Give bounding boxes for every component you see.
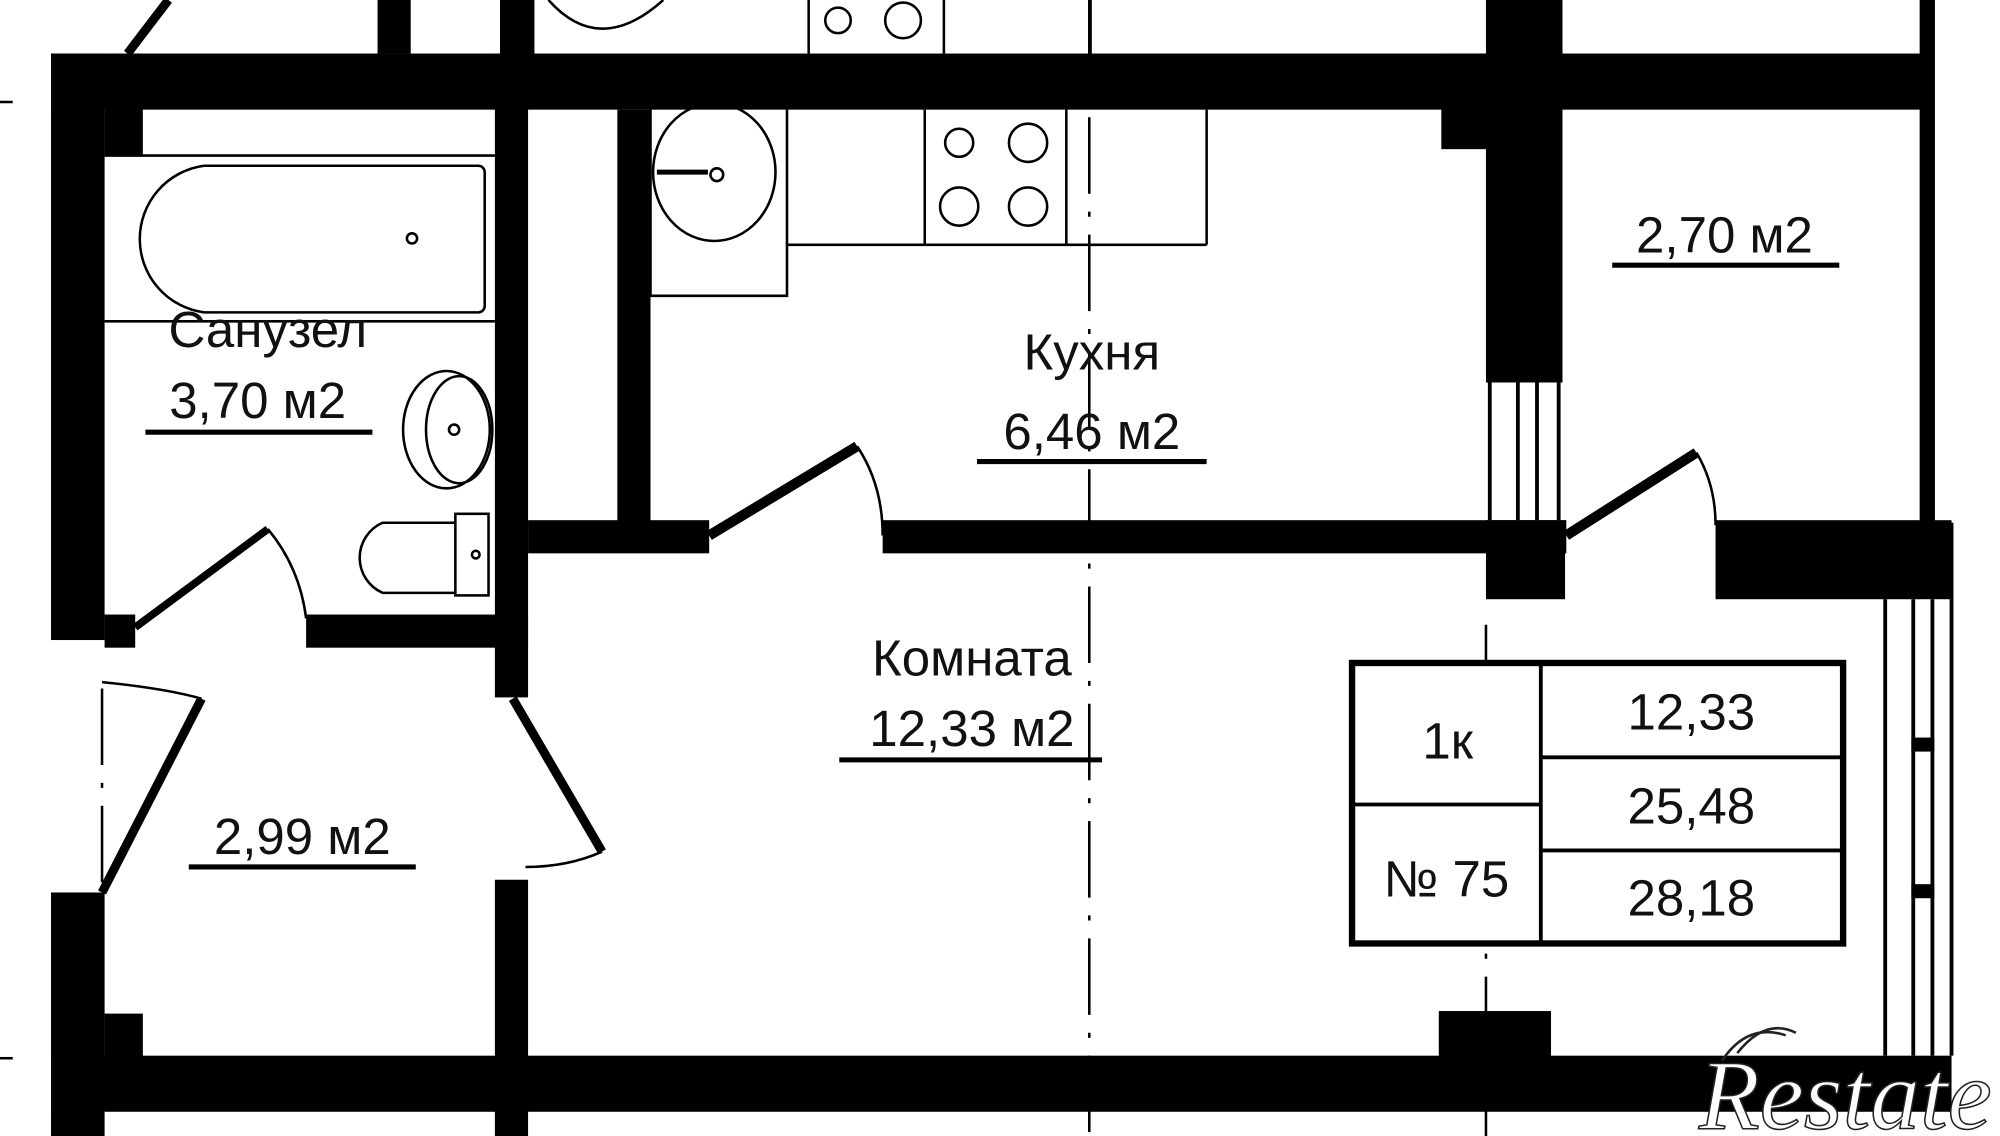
total-area-value: 25,48 bbox=[1628, 778, 1756, 835]
room-name: Кухня bbox=[1024, 324, 1161, 381]
neighbor-fixtures bbox=[531, 0, 1092, 54]
room-label-loggia: 2,70 м2 bbox=[1612, 206, 1840, 268]
kitchen-sink-icon bbox=[651, 101, 777, 243]
sink-icon bbox=[401, 369, 494, 490]
doors bbox=[98, 0, 1717, 895]
window-kitchen-loggia bbox=[1487, 382, 1561, 521]
room-area: 3,70 м2 bbox=[169, 372, 346, 429]
watermark-text: Restate bbox=[1698, 1039, 1992, 1136]
axis-lines bbox=[100, 0, 1488, 1136]
room-area: 2,99 м2 bbox=[214, 808, 391, 865]
room-area: 12,33 м2 bbox=[869, 700, 1074, 757]
walls bbox=[51, 0, 1952, 1136]
total-with-loggia-value: 28,18 bbox=[1628, 869, 1756, 926]
living-area-value: 12,33 bbox=[1628, 683, 1756, 740]
room-label-hall: 2,99 м2 bbox=[188, 808, 416, 870]
apartment-number: № 75 bbox=[1384, 850, 1510, 907]
kitchen-counter bbox=[649, 109, 1208, 298]
room-name: Санузел bbox=[169, 301, 368, 358]
toilet-icon bbox=[358, 512, 490, 597]
apartment-type: 1к bbox=[1422, 713, 1473, 770]
bathtub-icon bbox=[104, 154, 495, 323]
axis-ticks bbox=[0, 100, 13, 1060]
stove-icon bbox=[938, 122, 1049, 227]
room-label-bathroom: Санузел 3,70 м2 bbox=[145, 301, 373, 435]
room-label-room: Комната 12,33 м2 bbox=[839, 630, 1103, 763]
room-label-kitchen: Кухня 6,46 м2 bbox=[977, 324, 1207, 465]
window-loggia bbox=[1883, 522, 1954, 1056]
restate-watermark-logo: Restate bbox=[1697, 1026, 1993, 1136]
room-area: 6,46 м2 bbox=[1003, 403, 1180, 460]
room-area: 2,70 м2 bbox=[1636, 206, 1813, 263]
apartment-summary-table: 1к № 75 12,33 25,48 28,18 bbox=[1348, 659, 1847, 947]
room-name: Комната bbox=[872, 630, 1072, 687]
